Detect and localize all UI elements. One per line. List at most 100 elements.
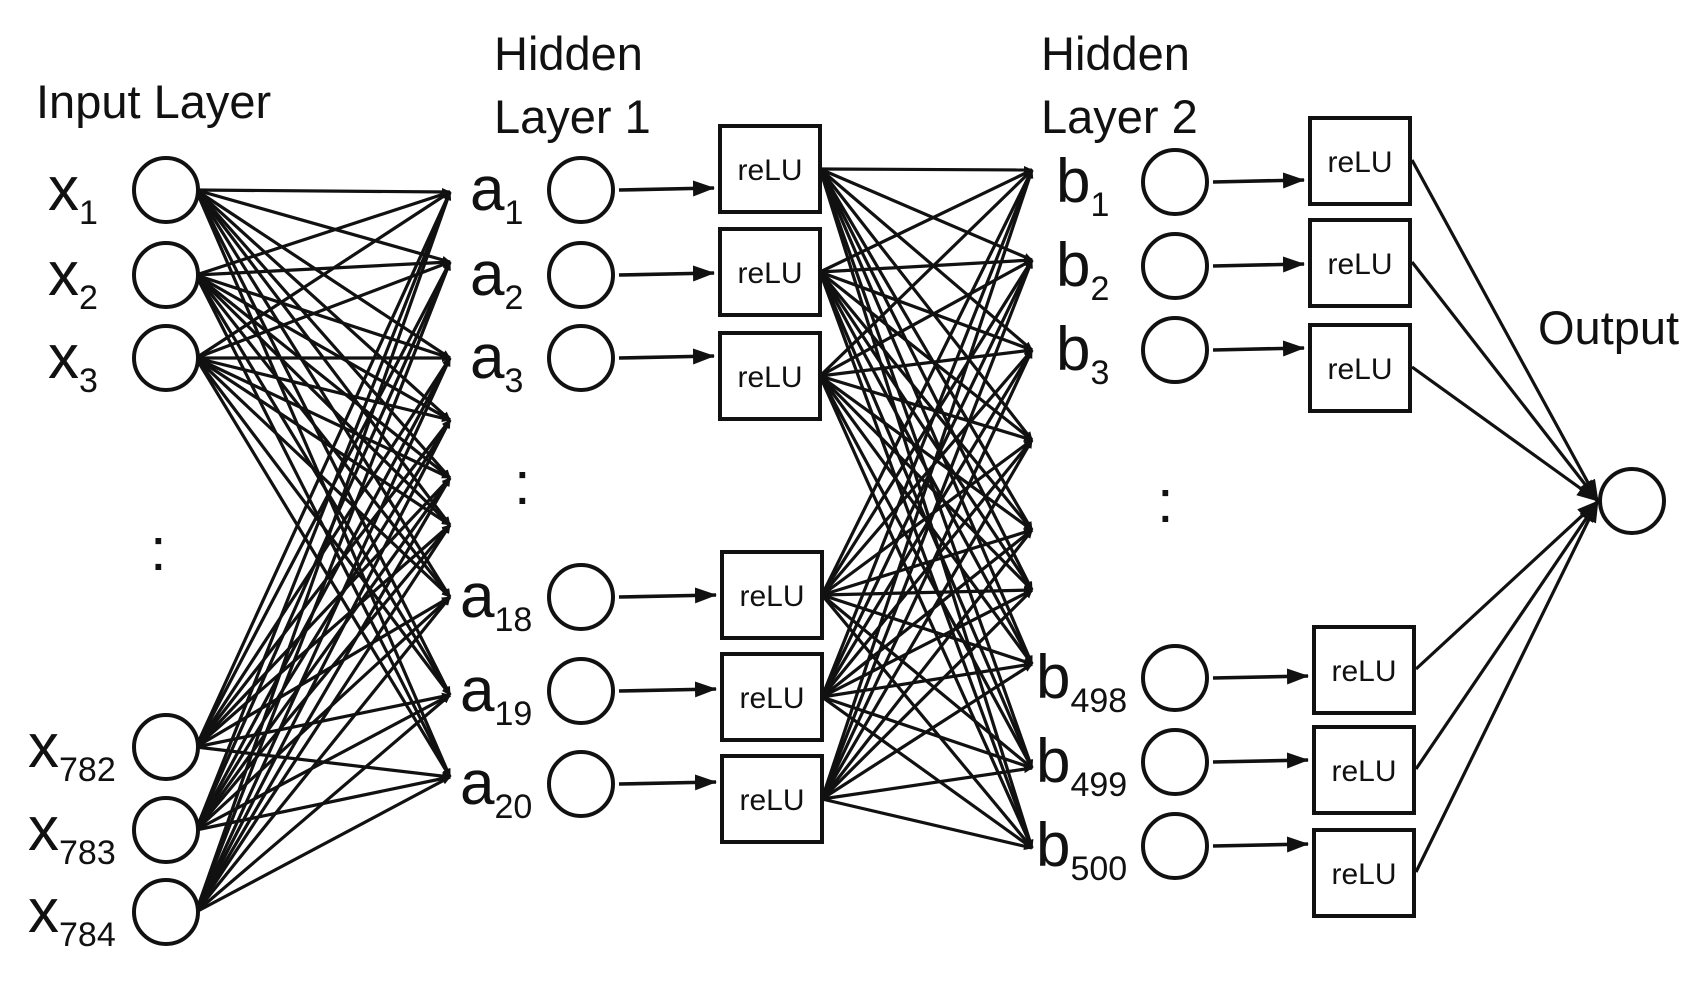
relu-box-h1-4 — [720, 652, 824, 742]
edge-input-0-to-h1-4 — [194, 188, 452, 480]
hidden2-node-5 — [1141, 812, 1209, 880]
relu-box-h2-1 — [1308, 218, 1412, 308]
hidden2-label-4: b499 — [1036, 727, 1127, 804]
hidden1-node-5 — [547, 750, 615, 818]
arrow-h2-5-to-relu — [1212, 836, 1309, 853]
edge-input-0-to-h1-3 — [194, 188, 452, 422]
hidden2-node-1 — [1141, 232, 1209, 300]
ellipses: : : : — [150, 450, 1174, 583]
relu-box-h1-5 — [720, 754, 824, 844]
arrow-h2-3-to-relu — [1212, 668, 1309, 685]
hidden1-node-1 — [547, 241, 615, 309]
edge-input-1-to-h1-4 — [195, 273, 451, 480]
edge-input-5-to-h1-7 — [194, 693, 452, 914]
relu-box-h1-4-label: reLU — [739, 682, 804, 715]
relu-box-h1-2 — [718, 331, 822, 421]
edge-input-2-to-h1-0 — [195, 190, 451, 360]
edge-input-2-to-h1-6 — [194, 356, 452, 599]
edge-h2-4-to-output — [1414, 500, 1600, 770]
edge-h1-0-to-h2-5 — [818, 168, 1034, 591]
edge-h1-4-to-h2-4 — [821, 528, 1033, 699]
edge-input-5-to-h1-2 — [194, 357, 452, 913]
edges-input-to-hidden1 — [194, 187, 452, 914]
edge-input-2-to-h1-1 — [195, 260, 451, 360]
hidden2-label-3: b498 — [1036, 643, 1127, 720]
relu-box-h2-5 — [1312, 828, 1416, 918]
input-node-1 — [132, 241, 200, 309]
edge-h1-5-to-h2-2 — [820, 349, 1034, 800]
input-node-0 — [132, 156, 200, 224]
edge-h1-0-to-h2-2 — [818, 167, 1034, 352]
hidden1-label-3: a18 — [460, 562, 532, 639]
edge-h1-5-to-h2-1 — [820, 259, 1034, 800]
relu-box-h2-0-label: reLU — [1327, 146, 1392, 179]
node-labels: x1x2x3x782x783x784a1a2a3a18a19a20b1b2b3b… — [28, 147, 1127, 954]
hidden1-node-3 — [547, 563, 615, 631]
hidden1-label-1: a2 — [470, 240, 523, 317]
edge-h1-1-to-h2-3 — [819, 270, 1033, 442]
edge-input-2-to-h1-3 — [195, 356, 451, 422]
relu-box-h1-5-label: reLU — [739, 784, 804, 817]
hidden2-label-5: b500 — [1036, 811, 1127, 888]
edges-hidden1-to-hidden2 — [818, 165, 1034, 851]
edge-input-2-to-h1-4 — [195, 356, 451, 480]
edge-h2-0-to-output — [1410, 159, 1600, 502]
edge-input-1-to-h1-7 — [194, 274, 452, 696]
edge-h2-2-to-output — [1411, 365, 1599, 503]
hidden-layer-1-title-line1: Hidden — [494, 27, 643, 80]
edge-h1-3-to-h2-4 — [821, 528, 1033, 597]
edge-h2-5-to-output — [1414, 500, 1600, 873]
relu-box-h2-4 — [1312, 725, 1416, 815]
edge-h1-5-to-h2-7 — [821, 765, 1033, 801]
input-ellipsis: : — [150, 516, 167, 583]
arrow-h1-1-to-relu — [618, 265, 715, 282]
hidden2-node-0 — [1141, 148, 1209, 216]
output-title: Output — [1538, 301, 1679, 354]
relu-box-h1-0-label: reLU — [737, 154, 802, 187]
edge-input-3-to-h1-0 — [194, 191, 452, 748]
arrow-h1-0-to-relu — [618, 180, 715, 197]
hidden2-node-2 — [1141, 316, 1209, 384]
relu-box-h2-2-label: reLU — [1327, 353, 1392, 386]
edge-h1-3-to-h2-1 — [820, 259, 1034, 596]
edges-to-output — [1410, 159, 1600, 873]
hidden1-label-4: a19 — [460, 656, 532, 733]
edge-h2-1-to-output — [1410, 261, 1600, 502]
arrow-h1-5-to-relu — [618, 774, 717, 791]
edge-h1-5-to-h2-3 — [820, 439, 1034, 800]
hidden1-label-2: a3 — [470, 323, 523, 400]
relu-box-h1-0 — [718, 124, 822, 214]
edge-input-4-to-h1-4 — [194, 477, 452, 831]
edge-input-5-to-h1-0 — [194, 191, 452, 913]
hidden2-node-3 — [1141, 644, 1209, 712]
input-node-4 — [132, 796, 200, 864]
relu-box-h1-2-label: reLU — [737, 361, 802, 394]
edge-h1-4-to-h2-3 — [820, 438, 1034, 699]
hidden1-node-2 — [547, 324, 615, 392]
hidden1-label-0: a1 — [470, 155, 523, 232]
input-node-5 — [132, 878, 200, 946]
edge-h1-4-to-h2-5 — [821, 588, 1033, 699]
edge-input-5-to-h1-1 — [194, 261, 452, 913]
edge-input-0-to-h1-0 — [195, 187, 451, 196]
output-node — [1598, 467, 1666, 535]
input-layer-title: Input Layer — [36, 75, 271, 128]
edge-input-4-to-h1-0 — [194, 191, 452, 831]
hidden1-ellipsis: : — [514, 450, 531, 517]
input-node-2 — [132, 324, 200, 392]
arrow-h1-2-to-relu — [618, 348, 715, 365]
edge-h1-5-to-h2-0 — [820, 169, 1034, 800]
relu-box-h1-1-label: reLU — [737, 257, 802, 290]
hidden2-label-0: b1 — [1056, 147, 1109, 224]
edge-input-5-to-h1-4 — [194, 477, 452, 913]
edge-input-4-to-h1-1 — [194, 261, 452, 831]
input-label-4: x783 — [28, 795, 116, 872]
hidden-layer-2-title-line2: Layer 2 — [1041, 90, 1198, 143]
edge-h1-1-to-h2-6 — [818, 271, 1034, 665]
nodes: reLUreLUreLUreLUreLUreLUreLUreLUreLUreLU… — [132, 116, 1666, 946]
relu-box-h2-0 — [1308, 116, 1412, 206]
input-label-5: x784 — [28, 877, 116, 954]
edge-input-1-to-h1-0 — [195, 190, 451, 277]
arrow-h2-1-to-relu — [1212, 256, 1305, 273]
